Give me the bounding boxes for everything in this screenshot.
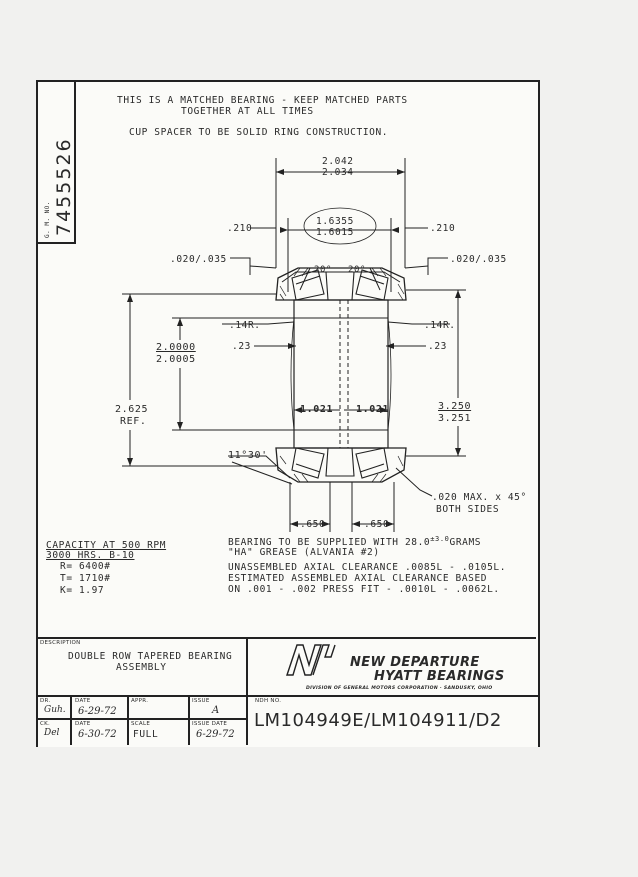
date-label-1: DATE	[75, 698, 91, 704]
dim-radius-right: .14R.	[424, 320, 456, 331]
issue-date-label: ISSUE DATE	[192, 721, 228, 727]
note-matched-bearing: THIS IS A MATCHED BEARING - KEEP MATCHED…	[117, 95, 408, 106]
dim-groove-right: .23	[428, 341, 447, 352]
dim-half-left: 1.021	[300, 404, 334, 415]
brand-new-departure: NEW DEPARTURE	[350, 655, 480, 670]
dim-angle-left: 20°	[314, 265, 333, 275]
dim-radius-left: .14R.	[229, 320, 261, 331]
issue-label: ISSUE	[192, 698, 210, 704]
dim-offset-right: .210	[430, 223, 456, 234]
capacity-title: CAPACITY AT 500 RPM	[46, 540, 167, 551]
spec-press-fit: ON .001 - .002 PRESS FIT - .0010L - .006…	[228, 584, 500, 595]
ndh-no-label: NDH NO.	[255, 698, 282, 704]
capacity-r: R= 6400#	[60, 561, 111, 572]
note-together: TOGETHER AT ALL TIMES	[181, 106, 314, 117]
title-block	[36, 637, 536, 747]
dim-edge-both-sides: BOTH SIDES	[436, 504, 500, 515]
dim-inner-width-max: 1.6355	[316, 216, 354, 227]
dr-value: Guh.	[44, 705, 66, 715]
gm-number-box	[38, 82, 76, 244]
dim-groove-left: .23	[232, 341, 251, 352]
part-number: LM104949E/LM104911/D2	[254, 710, 502, 731]
dim-cone-angle: 11°30'	[228, 450, 268, 461]
ndh-logo-icon	[286, 644, 336, 676]
desc-line2: ASSEMBLY	[116, 662, 167, 673]
dim-od-max: 3.250	[438, 401, 472, 412]
drawing-sheet	[36, 80, 540, 747]
brand-division: DIVISION OF GENERAL MOTORS CORPORATION ·…	[306, 686, 493, 691]
capacity-k: K= 1.97	[60, 585, 105, 596]
dim-angle-right: 20°	[348, 265, 367, 275]
scale-value: FULL	[133, 729, 159, 740]
brand-hyatt-bearings: HYATT BEARINGS	[374, 669, 505, 684]
scale-label: SCALE	[131, 721, 151, 727]
dim-od-min: 3.251	[438, 413, 472, 424]
desc-line1: DOUBLE ROW TAPERED BEARING	[68, 651, 233, 662]
issue-value: A	[212, 705, 220, 716]
ck-value: Del	[44, 728, 60, 738]
dim-bore-max: 2.0000	[156, 342, 196, 353]
appr-label: APPR.	[131, 698, 149, 704]
capacity-subtitle: 3000 HRS. B-10	[46, 550, 135, 561]
date-value-2: 6-30-72	[78, 729, 117, 740]
dim-half-right: 1.021	[356, 404, 390, 415]
dim-cone-left: .650	[300, 519, 326, 530]
dim-overall-width-max: 2.042	[322, 156, 354, 167]
capacity-t: T= 1710#	[60, 573, 111, 584]
dim-cone-right: .650	[364, 519, 390, 530]
dim-outer-ref-label: REF.	[120, 416, 147, 427]
ck-label: CK.	[40, 721, 51, 727]
dim-edge-note: .020 MAX. x 45°	[432, 492, 527, 503]
dim-bore-min: 2.0005	[156, 354, 196, 365]
dim-chamfer-left: .020/.035	[170, 254, 227, 265]
issue-date-value: 6-29-72	[196, 729, 235, 740]
spec-grease-type: "HA" GREASE (ALVANIA #2)	[228, 547, 380, 558]
note-cup-spacer: CUP SPACER TO BE SOLID RING CONSTRUCTION…	[129, 127, 389, 138]
spec-estimated-clearance: ESTIMATED ASSEMBLED AXIAL CLEARANCE BASE…	[228, 573, 488, 584]
date-value-1: 6-29-72	[78, 706, 117, 717]
spec-grease-line: BEARING TO BE SUPPLIED WITH 28.0±3.0GRAM…	[228, 535, 482, 549]
dim-inner-width-min: 1.6015	[316, 227, 354, 238]
date-label-2: DATE	[75, 721, 91, 727]
dim-overall-width-min: 2.034	[322, 167, 354, 178]
dim-outer-ref: 2.625	[115, 404, 149, 415]
desc-label: DESCRIPTION	[40, 640, 81, 646]
spec-unassembled-clearance: UNASSEMBLED AXIAL CLEARANCE .0085L - .01…	[228, 562, 507, 573]
dim-offset-left: .210	[227, 223, 253, 234]
dim-chamfer-right: .020/.035	[450, 254, 507, 265]
dr-label: DR.	[40, 698, 51, 704]
